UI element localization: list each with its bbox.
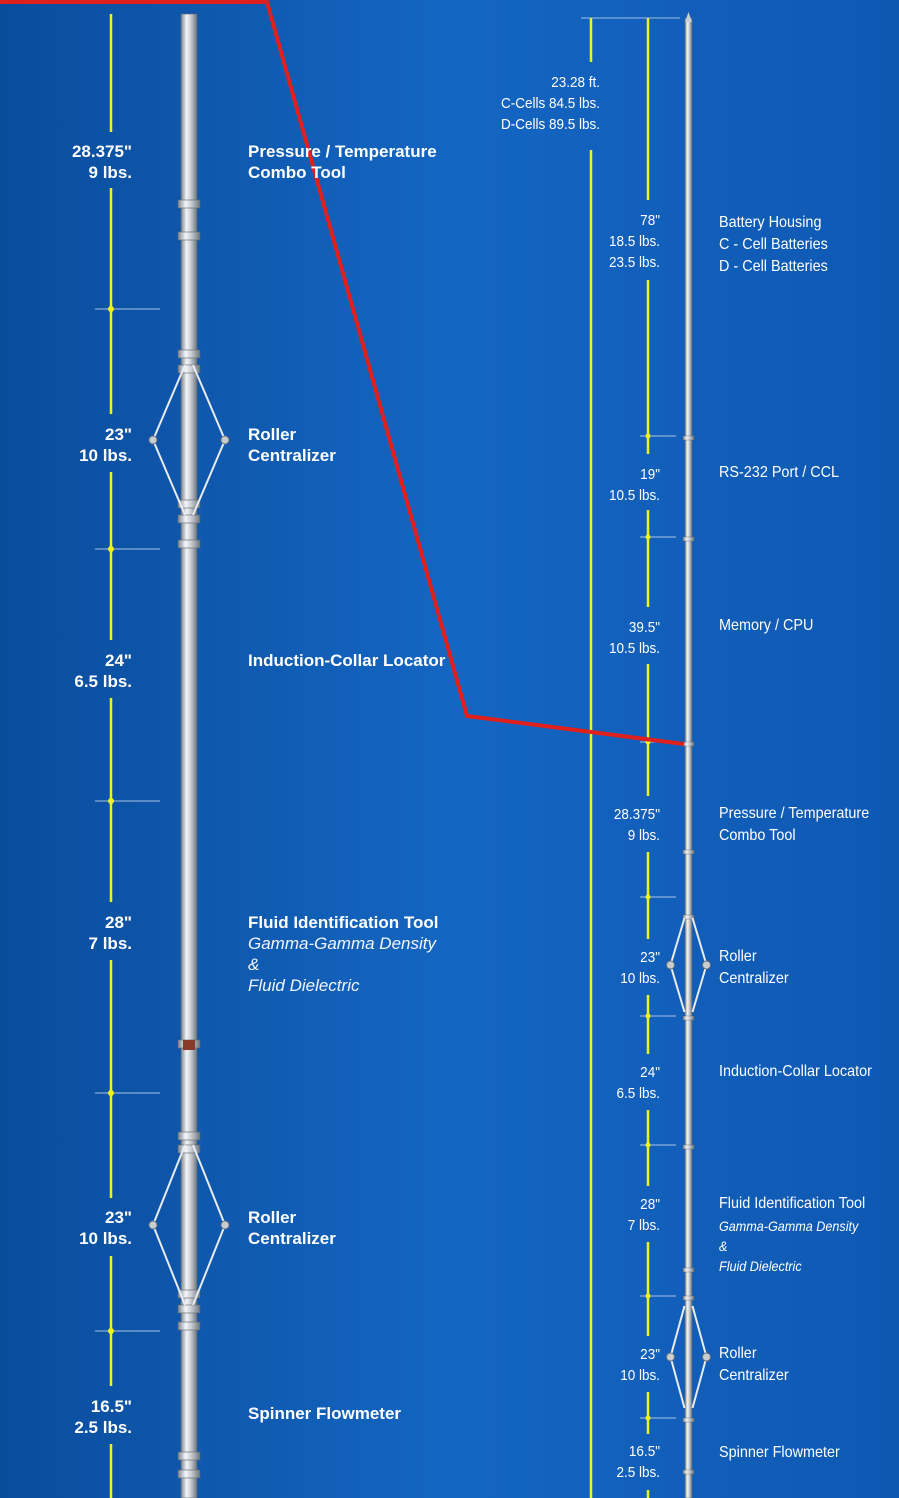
right-tool-joint: [682, 536, 695, 542]
left-section-4-subtitle: Gamma-Gamma Density&Fluid Dielectric: [248, 934, 436, 995]
right-tool-tip: [685, 12, 692, 22]
left-tool-joint: [177, 1304, 201, 1314]
right-tool-string: [666, 12, 711, 1498]
left-tool-marker-band: [183, 1040, 195, 1050]
left-section-boundary-dot: [108, 798, 114, 804]
right-tool-joint: [682, 1144, 695, 1150]
left-centralizer-2-roller-right: [220, 1220, 230, 1230]
right-tool-joint: [682, 1295, 695, 1301]
left-section-3-measure: 24"6.5 lbs.: [74, 651, 132, 691]
left-tool-joint: [177, 1144, 201, 1154]
right-section-9-name: Spinner Flowmeter: [719, 1444, 840, 1461]
left-section-boundary-dot: [108, 1090, 114, 1096]
left-centralizer-2-roller-left: [148, 1220, 158, 1230]
right-section-1-measure: 78"18.5 lbs.23.5 lbs.: [608, 212, 660, 271]
right-centralizer-2-roller-right: [702, 1352, 711, 1362]
right-section-boundary-dot: [645, 894, 651, 900]
right-section-boundary-dot: [645, 433, 651, 439]
left-section-6-name: Spinner Flowmeter: [248, 1404, 402, 1423]
right-section-boundary-dot: [645, 1293, 651, 1299]
right-section-boundary-dot: [645, 534, 651, 540]
zoom-indicator-line: [0, 0, 685, 746]
right-section-boundary-dot: [645, 1415, 651, 1421]
left-section-boundary-dot: [108, 546, 114, 552]
right-tool-joint: [682, 1015, 695, 1021]
right-section-7-subtitle: Gamma-Gamma Density&Fluid Dielectric: [719, 1218, 859, 1274]
left-section-4-name: Fluid Identification Tool: [248, 913, 439, 932]
right-section-3-measure: 39.5"10.5 lbs.: [608, 619, 660, 657]
left-tool-joint: [177, 349, 201, 359]
right-tool-joint: [682, 435, 695, 441]
left-section-4-measure: 28"7 lbs.: [88, 913, 132, 953]
left-section-boundary-dot: [108, 306, 114, 312]
left-section-boundary-dot: [108, 1328, 114, 1334]
right-tool-joint: [682, 849, 695, 855]
left-dimension-lines: [95, 14, 160, 1498]
right-section-7-name: Fluid Identification Tool: [719, 1195, 866, 1212]
left-section-3-name: Induction-Collar Locator: [248, 651, 446, 670]
left-tool-joint: [177, 1131, 201, 1141]
right-tool-body: [684, 17, 693, 1498]
right-section-3-name: Memory / CPU: [719, 617, 814, 634]
right-tool-joint: [682, 741, 695, 747]
total-length-weight: 23.28 ft.C-Cells 84.5 lbs.D-Cells 89.5 l…: [500, 74, 600, 133]
left-centralizer-1-roller-left: [148, 435, 158, 445]
right-section-7-measure: 28"7 lbs.: [627, 1196, 660, 1234]
left-tool-joint: [177, 1289, 201, 1299]
left-centralizer-1-roller-right: [220, 435, 230, 445]
left-tool-joint: [177, 1469, 201, 1479]
right-dimension-lines: [581, 17, 680, 1498]
left-section-2-measure: 23"10 lbs.: [79, 425, 132, 465]
left-section-5-measure: 23"10 lbs.: [79, 1208, 132, 1248]
right-section-9-measure: 16.5"2.5 lbs.: [616, 1443, 660, 1481]
right-section-boundary-dot: [645, 1013, 651, 1019]
right-section-4-measure: 28.375"9 lbs.: [613, 806, 660, 844]
left-tool-joint: [177, 1451, 201, 1461]
left-section-1-measure: 28.375"9 lbs.: [71, 142, 132, 182]
left-tool-joint: [177, 231, 201, 241]
left-section-6-measure: 16.5"2.5 lbs.: [74, 1397, 132, 1437]
right-tool-joint: [682, 1417, 695, 1423]
right-centralizer-2-roller-left: [666, 1352, 675, 1362]
left-tool-joint: [177, 539, 201, 549]
left-tool-joint: [177, 364, 201, 374]
right-section-boundary-dot: [645, 1142, 651, 1148]
left-tool-joint: [177, 514, 201, 524]
right-section-8-measure: 23"10 lbs.: [620, 1346, 660, 1384]
left-tool-joint: [177, 1321, 201, 1331]
right-tool-joint: [682, 914, 695, 920]
left-tool-joint: [177, 499, 201, 509]
right-section-6-measure: 24"6.5 lbs.: [616, 1064, 660, 1102]
right-tool-joint: [682, 1469, 695, 1475]
right-section-2-name: RS-232 Port / CCL: [719, 464, 840, 481]
left-tool-body: [180, 13, 198, 1498]
right-section-2-measure: 19"10.5 lbs.: [608, 466, 660, 504]
right-centralizer-1-roller-right: [702, 960, 711, 970]
left-tool-string: [148, 13, 230, 1498]
right-centralizer-1-roller-left: [666, 960, 675, 970]
left-tool-joint: [177, 199, 201, 209]
right-section-6-name: Induction-Collar Locator: [719, 1063, 872, 1080]
right-tool-joint: [682, 1267, 695, 1273]
right-section-5-measure: 23"10 lbs.: [620, 949, 660, 987]
